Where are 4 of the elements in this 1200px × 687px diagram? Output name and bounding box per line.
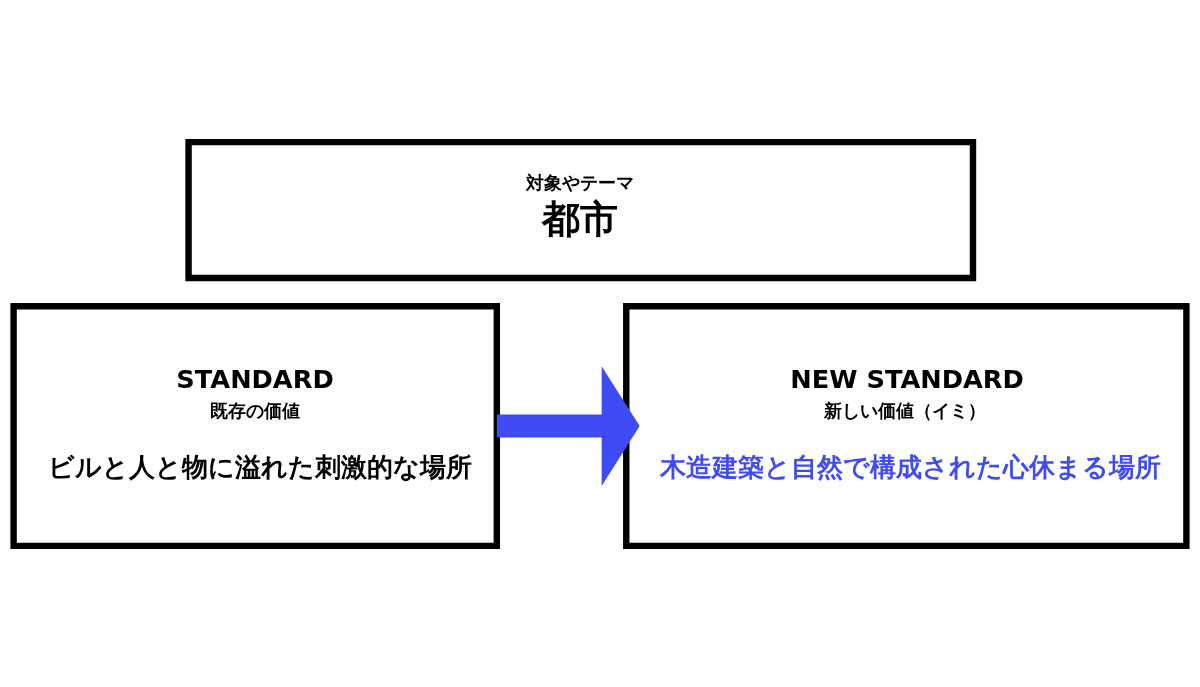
node-box: NEW STANDARD 新しい価値（イミ） 木造建築と自然で構成された心休まる場所 — [623, 302, 1190, 549]
node-box: 対象やテーマ 都市 — [185, 138, 977, 281]
node-box: STANDARD 既存の価値 ビルと人と物に溢れた刺激的な場所 — [10, 302, 501, 549]
arrow — [496, 365, 640, 486]
